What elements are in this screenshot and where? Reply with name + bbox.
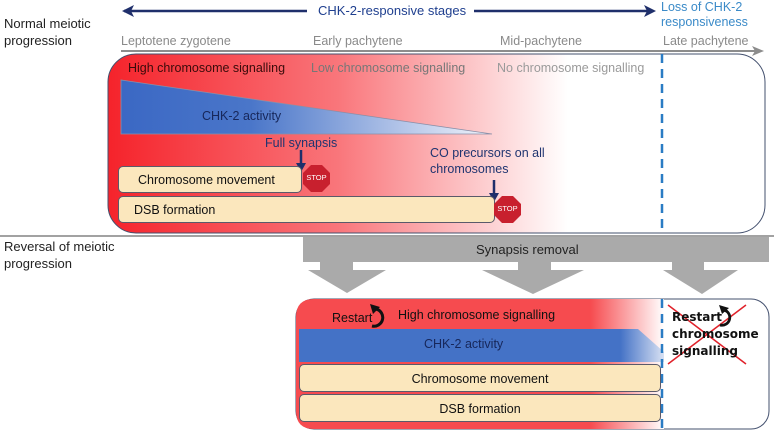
timeline-arrowhead-icon <box>752 46 764 56</box>
loss-of-chk2-label: Loss of CHK-2 responsiveness <box>661 0 748 29</box>
full-synapsis-label: Full synapsis <box>265 136 338 150</box>
stage-late-pachytene: Late pachytene <box>663 34 749 48</box>
stop-label: STOP <box>306 173 327 182</box>
stage-leptotene-zygotene: Leptotene zygotene <box>121 34 231 48</box>
stop-sign-icon: STOP <box>303 165 330 192</box>
high-signalling-label: High chromosome signalling <box>128 61 286 75</box>
chk2-activity-triangle <box>120 79 493 135</box>
bottom-dsb-formation-box: DSB formation <box>299 394 661 422</box>
reversal-label: Reversal of meiotic progression <box>4 239 115 271</box>
restart-arrow-icon <box>371 307 385 328</box>
restart-arrowhead-icon <box>370 304 380 314</box>
chromosome-movement-label: Chromosome movement <box>138 173 275 187</box>
synapsis-removal-label: Synapsis removal <box>476 242 579 257</box>
cross-line-2 <box>667 304 747 365</box>
co-precursors-label: CO precursors on all chromosomes <box>430 146 545 176</box>
bottom-chromosome-movement-box: Chromosome movement <box>299 364 661 392</box>
chk2-activity-label: CHK-2 activity <box>202 109 282 123</box>
low-signalling-label: Low chromosome signalling <box>311 61 466 75</box>
chk2-activity-band <box>299 329 664 362</box>
removal-arrow-1 <box>308 262 386 293</box>
bottom-chk2-activity-label: CHK-2 activity <box>424 337 504 351</box>
stop-sign-icon: STOP <box>494 196 521 223</box>
restart-label: Restart <box>332 311 373 325</box>
left-arrowhead-icon <box>122 5 134 17</box>
no-signalling-label: No chromosome signalling <box>497 61 645 75</box>
synapsis-removal-band <box>303 237 769 262</box>
restart-arrow-icon-crossed <box>719 308 732 327</box>
chk2-responsive-label: CHK-2-responsive stages <box>318 3 467 18</box>
restart-arrowhead-icon-crossed <box>719 305 729 314</box>
crossed-restart-signalling-label: Restart chromosome signalling <box>672 310 759 358</box>
stage-mid-pachytene: Mid-pachytene <box>500 34 582 48</box>
bottom-high-signalling-label: High chromosome signalling <box>398 308 556 322</box>
dsb-formation-label: DSB formation <box>134 203 216 217</box>
chromosome-movement-box: Chromosome movement <box>118 166 302 193</box>
removal-arrow-2 <box>482 262 584 294</box>
bottom-chromosome-movement-label: Chromosome movement <box>411 372 549 386</box>
dsb-formation-box: DSB formation <box>118 196 495 223</box>
right-arrowhead-icon <box>644 5 656 17</box>
stop-label: STOP <box>497 204 518 213</box>
stage-early-pachytene: Early pachytene <box>313 34 403 48</box>
normal-progression-label: Normal meiotic progression <box>4 16 91 48</box>
removal-arrow-3 <box>663 262 738 294</box>
bottom-dsb-formation-label: DSB formation <box>439 402 521 416</box>
